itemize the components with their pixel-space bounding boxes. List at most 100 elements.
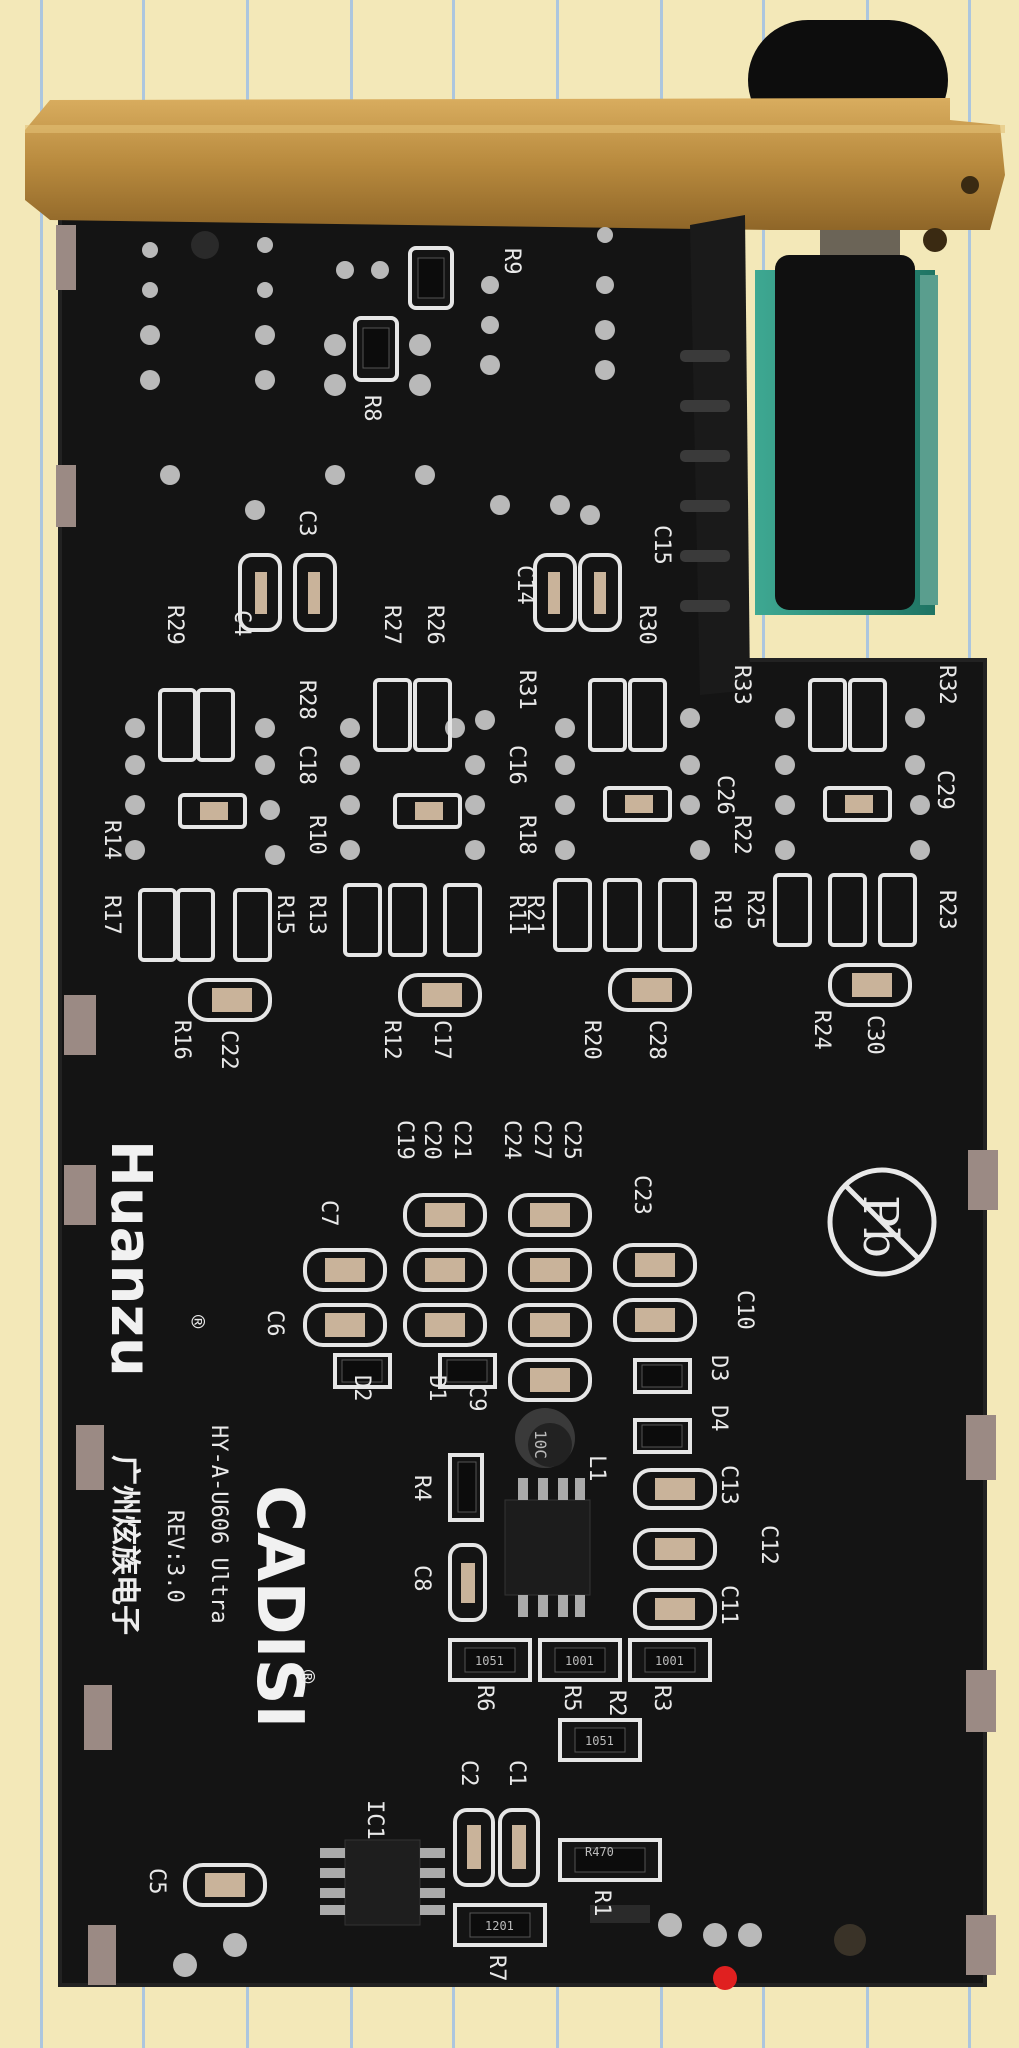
mounting-hole	[834, 1924, 866, 1956]
branding: Huanzu ® CADISI ® HY-A-U606 Ultra REV:3.…	[98, 1140, 319, 1728]
label-c27: C27	[529, 1120, 554, 1160]
edge-pads	[56, 225, 998, 1985]
mounting-hole	[191, 231, 219, 259]
component-bodies	[200, 572, 892, 1897]
label-c18: C18	[294, 745, 319, 785]
label-c26: C26	[712, 775, 737, 815]
label-r24: R24	[809, 1010, 834, 1050]
label-d3: D3	[706, 1355, 731, 1382]
marking-r2: 1051	[585, 1734, 614, 1748]
label-c12: C12	[756, 1525, 781, 1565]
label-r16: R16	[169, 1020, 194, 1060]
label-c29: C29	[932, 770, 957, 810]
silkscreen-labels: R9 R8 C3 C4 C15 C14 R29 R27 R26 R30 R31 …	[99, 248, 959, 1982]
brand-logo: Huanzu	[98, 1140, 163, 1377]
label-r1: R1	[589, 1890, 614, 1917]
label-c10: C10	[732, 1290, 757, 1330]
label-c2: C2	[456, 1760, 481, 1787]
label-c8: C8	[409, 1565, 434, 1592]
marking-r7: 1201	[485, 1919, 514, 1933]
label-r11: R11	[504, 895, 529, 935]
label-c17: C17	[429, 1020, 454, 1060]
label-r3: R3	[649, 1685, 674, 1712]
label-d2: D2	[349, 1375, 374, 1402]
marking-r6: 1051	[475, 1654, 504, 1668]
label-c5: C5	[144, 1868, 169, 1895]
label-c11: C11	[716, 1585, 741, 1625]
label-r15: R15	[272, 895, 297, 935]
svg-text:Pb: Pb	[852, 1195, 908, 1258]
rca-connector	[690, 215, 938, 695]
label-r29: R29	[162, 605, 187, 645]
label-r22: R22	[729, 815, 754, 855]
label-c19: C19	[392, 1120, 417, 1160]
label-c22: C22	[216, 1030, 241, 1070]
label-r4: R4	[409, 1475, 434, 1502]
label-c30: C30	[862, 1015, 887, 1055]
product-name: CADISI	[242, 1485, 316, 1728]
label-c1: C1	[504, 1760, 529, 1787]
revision: REV:3.0	[162, 1510, 187, 1603]
label-c9: C9	[464, 1385, 489, 1412]
label-r32: R32	[934, 665, 959, 705]
label-r28: R28	[294, 680, 319, 720]
brand-registered-mark: ®	[184, 1315, 209, 1329]
label-c23: C23	[629, 1175, 654, 1215]
ic-op-amp	[504, 1478, 591, 1617]
label-c25: C25	[559, 1120, 584, 1160]
label-d1: D1	[424, 1375, 449, 1402]
label-c6: C6	[262, 1310, 287, 1337]
label-c7: C7	[316, 1200, 341, 1227]
label-r25: R25	[742, 890, 767, 930]
pb-free-icon: Pb	[827, 1167, 937, 1277]
label-r10: R10	[304, 815, 329, 855]
paper-line	[40, 0, 43, 2048]
label-c24: C24	[499, 1120, 524, 1160]
label-r14: R14	[99, 820, 124, 860]
marking-l1: 10C	[531, 1430, 550, 1459]
label-r7: R7	[484, 1955, 509, 1982]
label-r6: R6	[472, 1685, 497, 1712]
product-registered-mark: ®	[294, 1670, 319, 1684]
label-d4: D4	[706, 1405, 731, 1432]
label-r19: R19	[709, 890, 734, 930]
part-markings: 10C R470 1201 1051 1001 1001 1051	[475, 1430, 684, 1933]
label-ic1: IC1	[362, 1800, 387, 1840]
resistor-chips	[341, 257, 696, 1938]
connector-pins	[680, 350, 730, 612]
marking-r3: 1001	[655, 1654, 684, 1668]
label-c16: C16	[504, 745, 529, 785]
label-r20: R20	[579, 1020, 604, 1060]
label-r30: R30	[634, 605, 659, 645]
label-r21: R21	[522, 895, 547, 935]
maker-name: 广州炫族电子	[107, 1455, 142, 1635]
label-r9: R9	[499, 248, 524, 275]
label-r5: R5	[559, 1685, 584, 1712]
label-c21: C21	[449, 1120, 474, 1160]
marking-r5: 1001	[565, 1654, 594, 1668]
label-r31: R31	[514, 670, 539, 710]
label-c15: C15	[649, 525, 674, 565]
label-r33: R33	[729, 665, 754, 705]
gold-bracket	[25, 98, 1005, 252]
marking-r1: R470	[585, 1845, 614, 1859]
label-r17: R17	[99, 895, 124, 935]
model-number: HY-A-U606 Ultra	[206, 1425, 231, 1624]
label-c28: C28	[644, 1020, 669, 1060]
label-r27: R27	[379, 605, 404, 645]
label-r26: R26	[422, 605, 447, 645]
smd-components	[138, 246, 917, 1947]
label-c3: C3	[294, 510, 319, 537]
label-r18: R18	[514, 815, 539, 855]
label-c14: C14	[512, 565, 537, 605]
ic-ic1	[320, 1839, 445, 1926]
label-c4: C4	[229, 610, 254, 637]
label-r23: R23	[934, 890, 959, 930]
label-r12: R12	[379, 1020, 404, 1060]
label-l1: L1	[584, 1455, 609, 1482]
label-c20: C20	[419, 1120, 444, 1160]
label-c13: C13	[716, 1465, 741, 1505]
usb-port	[590, 1905, 650, 1923]
label-r13: R13	[304, 895, 329, 935]
